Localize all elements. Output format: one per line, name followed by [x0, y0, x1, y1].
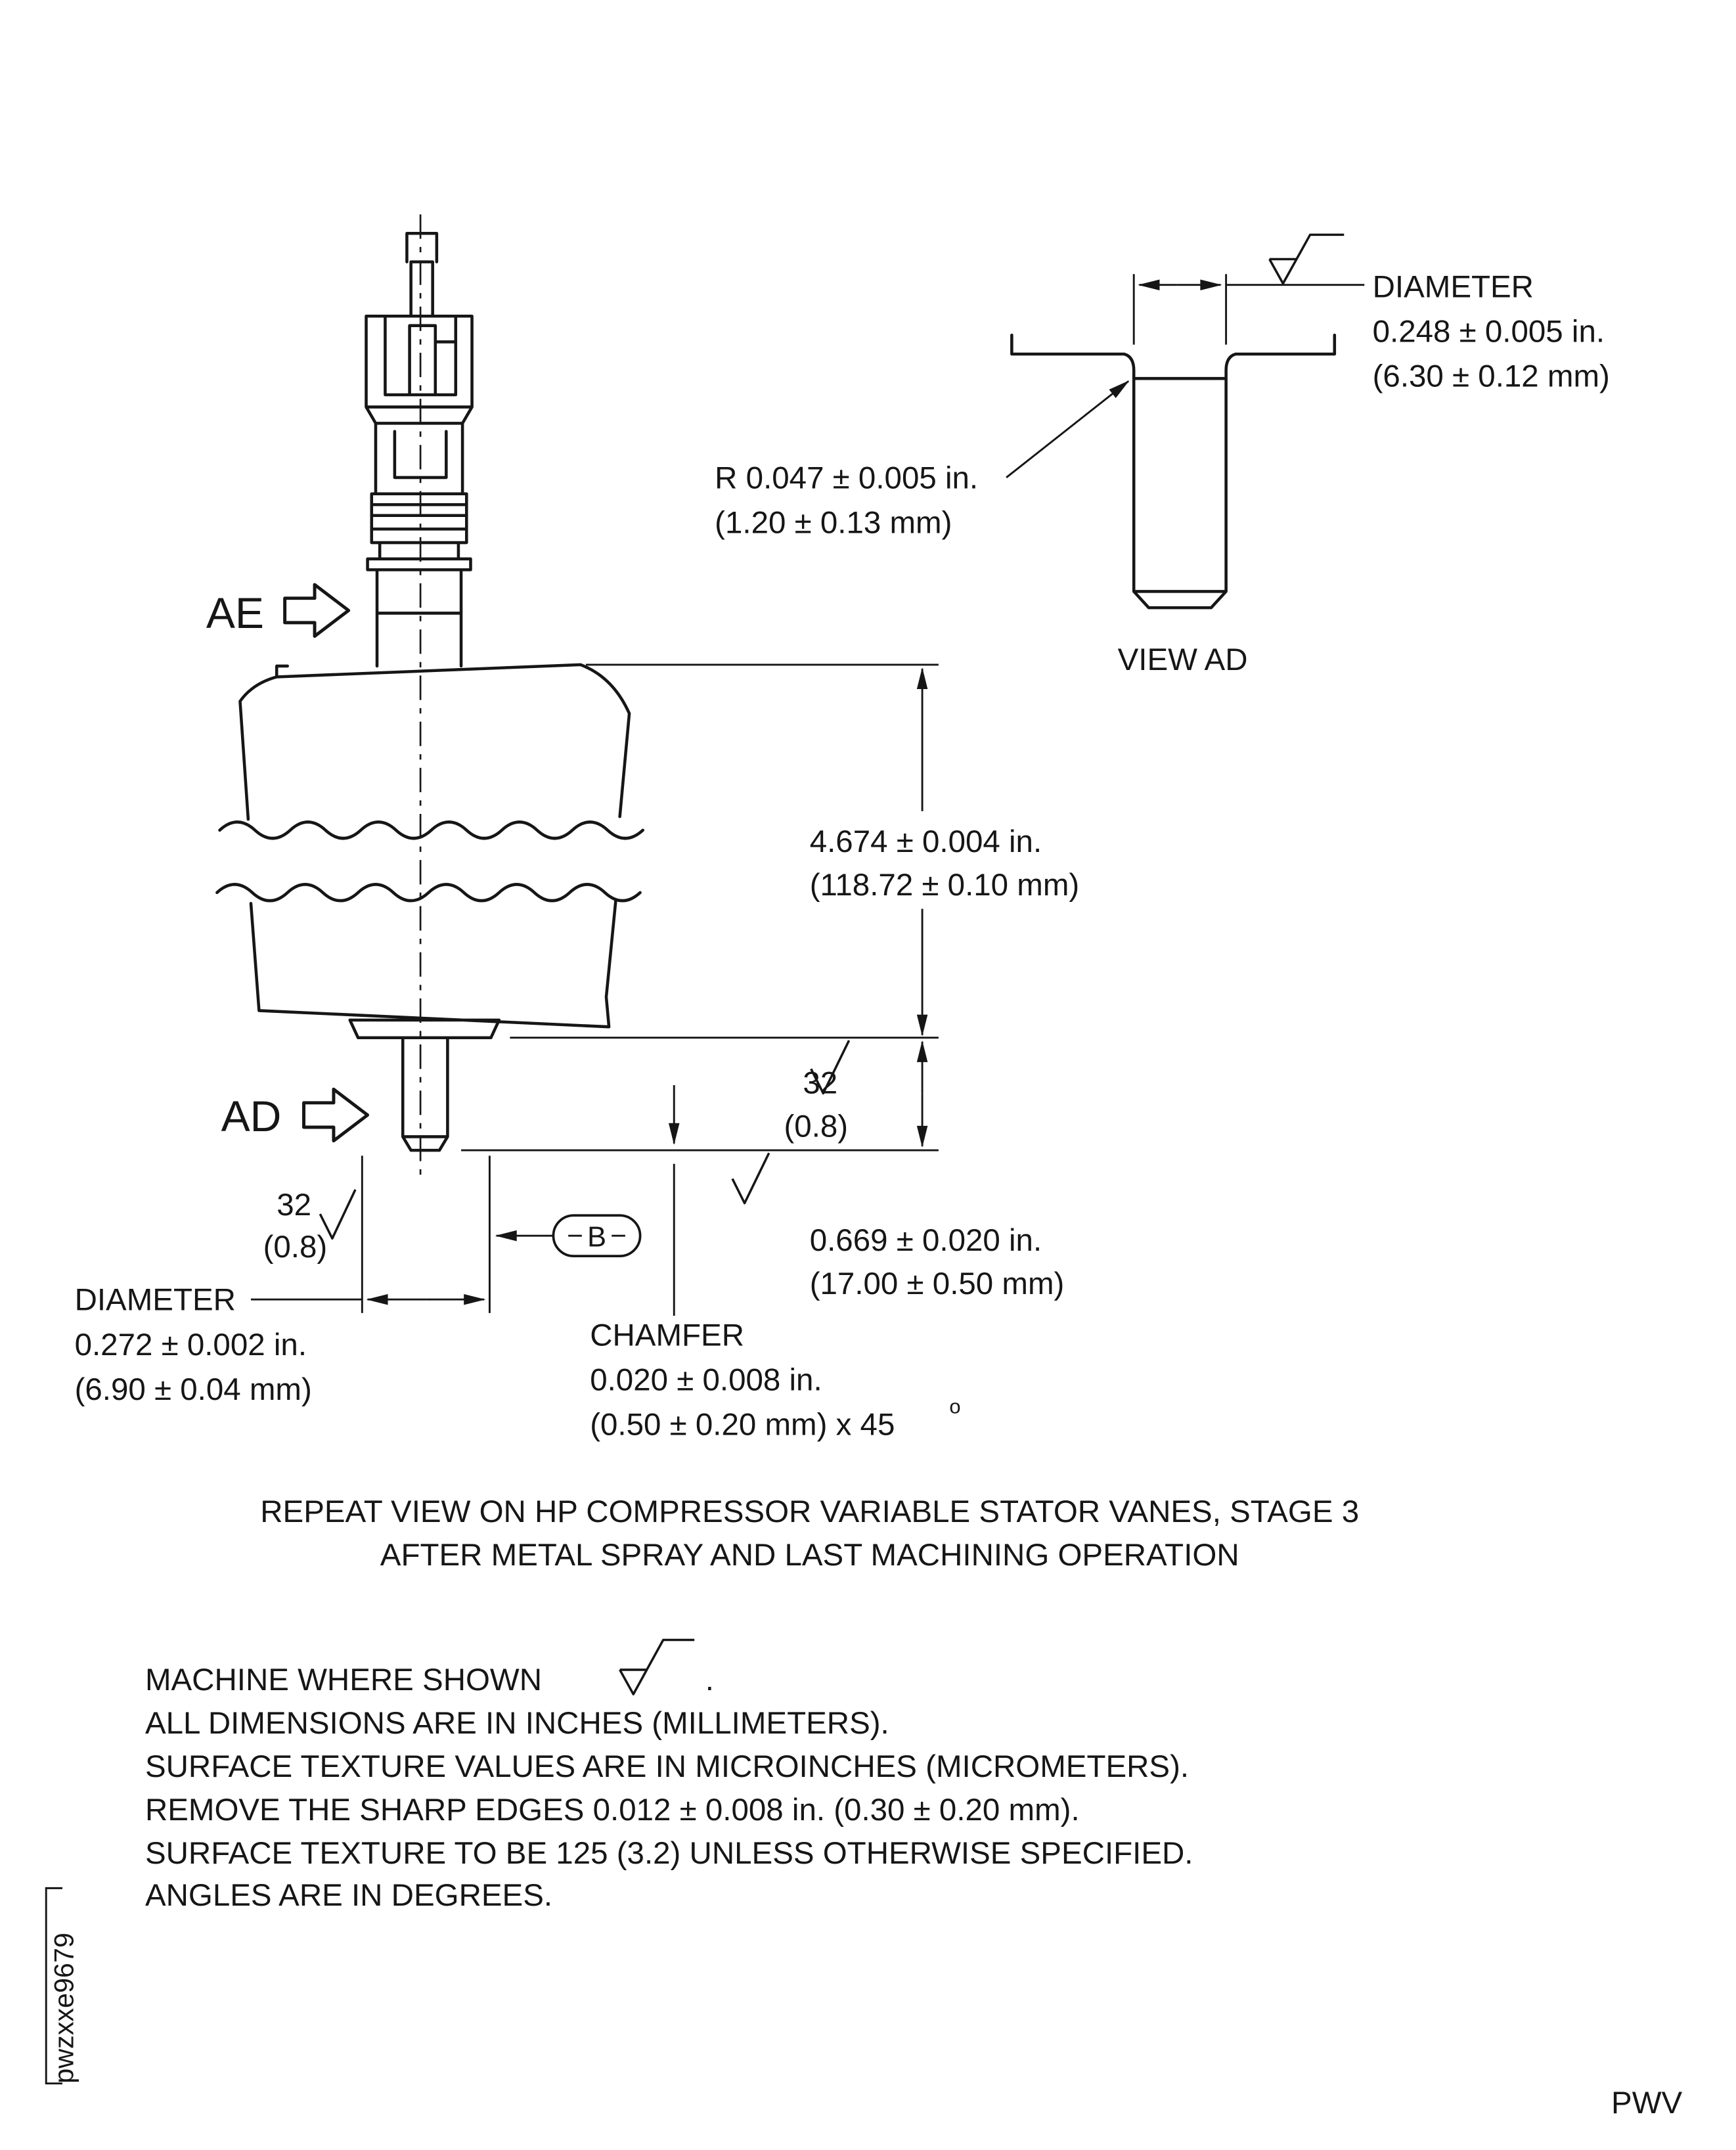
view-label-ae: AE — [206, 589, 264, 638]
surface-finish-upper: 32 (0.8) — [784, 1040, 851, 1144]
airfoil-geometry — [238, 663, 631, 1152]
dim-button-dia-in: 0.272 ± 0.002 in. — [75, 1328, 307, 1362]
note-surface-texture-units: SURFACE TEXTURE VALUES ARE IN MICROINCHE… — [145, 1749, 1189, 1784]
view-ad-dia-title: DIAMETER — [1373, 269, 1534, 304]
extension-lines — [361, 663, 939, 1313]
note-angles-degrees: ANGLES ARE IN DEGREES. — [145, 1878, 552, 1913]
note-surface-texture-default: SURFACE TEXTURE TO BE 125 (3.2) UNLESS O… — [145, 1836, 1193, 1871]
chamfer-mm: (0.50 ± 0.20 mm) x 45 — [590, 1408, 895, 1443]
datum-b-frame — [552, 1214, 642, 1258]
surface-finish-icon-lower — [731, 1152, 770, 1205]
chamfer-in: 0.020 ± 0.008 in. — [590, 1363, 822, 1398]
surface-finish-metric: (0.8) — [263, 1230, 328, 1265]
page-code: PWV — [1611, 2086, 1682, 2120]
note-remove-sharp-edges: REMOVE THE SHARP EDGES 0.012 ± 0.008 in.… — [145, 1793, 1080, 1827]
repeat-view-note-line1: REPEAT VIEW ON HP COMPRESSOR VARIABLE ST… — [260, 1494, 1359, 1529]
dim-vane-height-in: 4.674 ± 0.004 in. — [810, 824, 1042, 859]
note-dimensions-units: ALL DIMENSIONS ARE IN INCHES (MILLIMETER… — [145, 1706, 889, 1741]
dim-vane-height-mm: (118.72 ± 0.10 mm) — [810, 868, 1080, 903]
break-line-lower — [215, 883, 642, 903]
surface-finish-icon — [810, 1040, 851, 1095]
fillet-radius-in: R 0.047 ± 0.005 in. — [715, 460, 978, 495]
view-arrow-ae — [283, 583, 351, 638]
view-arrow-ad — [302, 1087, 370, 1143]
dim-button-height-mm: (17.00 ± 0.50 mm) — [810, 1266, 1065, 1301]
dim-button-dia-title: DIAMETER — [75, 1283, 236, 1318]
view-ad-dia-in: 0.248 ± 0.005 in. — [1373, 314, 1605, 349]
chamfer-title: CHAMFER — [590, 1318, 744, 1353]
doc-code: pwzxxe9679 — [49, 1933, 79, 2084]
machining-required-icon — [619, 1638, 695, 1695]
view-ad-dia-mm: (6.30 ± 0.12 mm) — [1373, 359, 1610, 394]
view-ad-geometry — [1010, 333, 1337, 610]
view-ad-caption: VIEW AD — [1118, 642, 1248, 677]
view-label-ad: AD — [221, 1092, 282, 1141]
surface-finish-icon — [319, 1189, 357, 1240]
datum-b-label: B — [587, 1222, 606, 1253]
doc-code-bracket — [45, 1887, 62, 2085]
repeat-view-note-line2: AFTER METAL SPRAY AND LAST MACHINING OPE… — [380, 1538, 1239, 1573]
break-line-upper — [218, 820, 645, 840]
spindle-geometry — [365, 231, 474, 668]
chamfer-degree-sup: o — [949, 1395, 960, 1418]
machine-where-shown-note: MACHINE WHERE SHOWN — [145, 1663, 542, 1697]
surface-finish-metric: (0.8) — [784, 1109, 848, 1144]
machine-note-period: . — [705, 1663, 714, 1697]
vane-main-view: AE AD — [206, 214, 645, 1175]
dim-button-dia-mm: (6.90 ± 0.04 mm) — [75, 1372, 312, 1407]
dim-button-height-in: 0.669 ± 0.020 in. — [810, 1223, 1042, 1258]
notes-block: REPEAT VIEW ON HP COMPRESSOR VARIABLE ST… — [145, 1494, 1359, 1913]
footer-codes: pwzxxe9679 PWV — [45, 1887, 1683, 2120]
view-ad-detail: DIAMETER 0.248 ± 0.005 in. (6.30 ± 0.12 … — [715, 233, 1610, 677]
fillet-radius-mm: (1.20 ± 0.13 mm) — [715, 506, 952, 541]
surface-finish-left: 32 (0.8) — [263, 1188, 357, 1265]
datum-feature-b: B — [495, 1214, 642, 1258]
surface-finish-value: 32 — [803, 1065, 837, 1100]
fillet-radius-leader — [1006, 380, 1130, 479]
machining-required-icon — [1268, 233, 1345, 285]
surface-finish-value: 32 — [277, 1188, 311, 1222]
main-view-dimensions: 4.674 ± 0.004 in. (118.72 ± 0.10 mm) 0.6… — [75, 663, 1080, 1443]
